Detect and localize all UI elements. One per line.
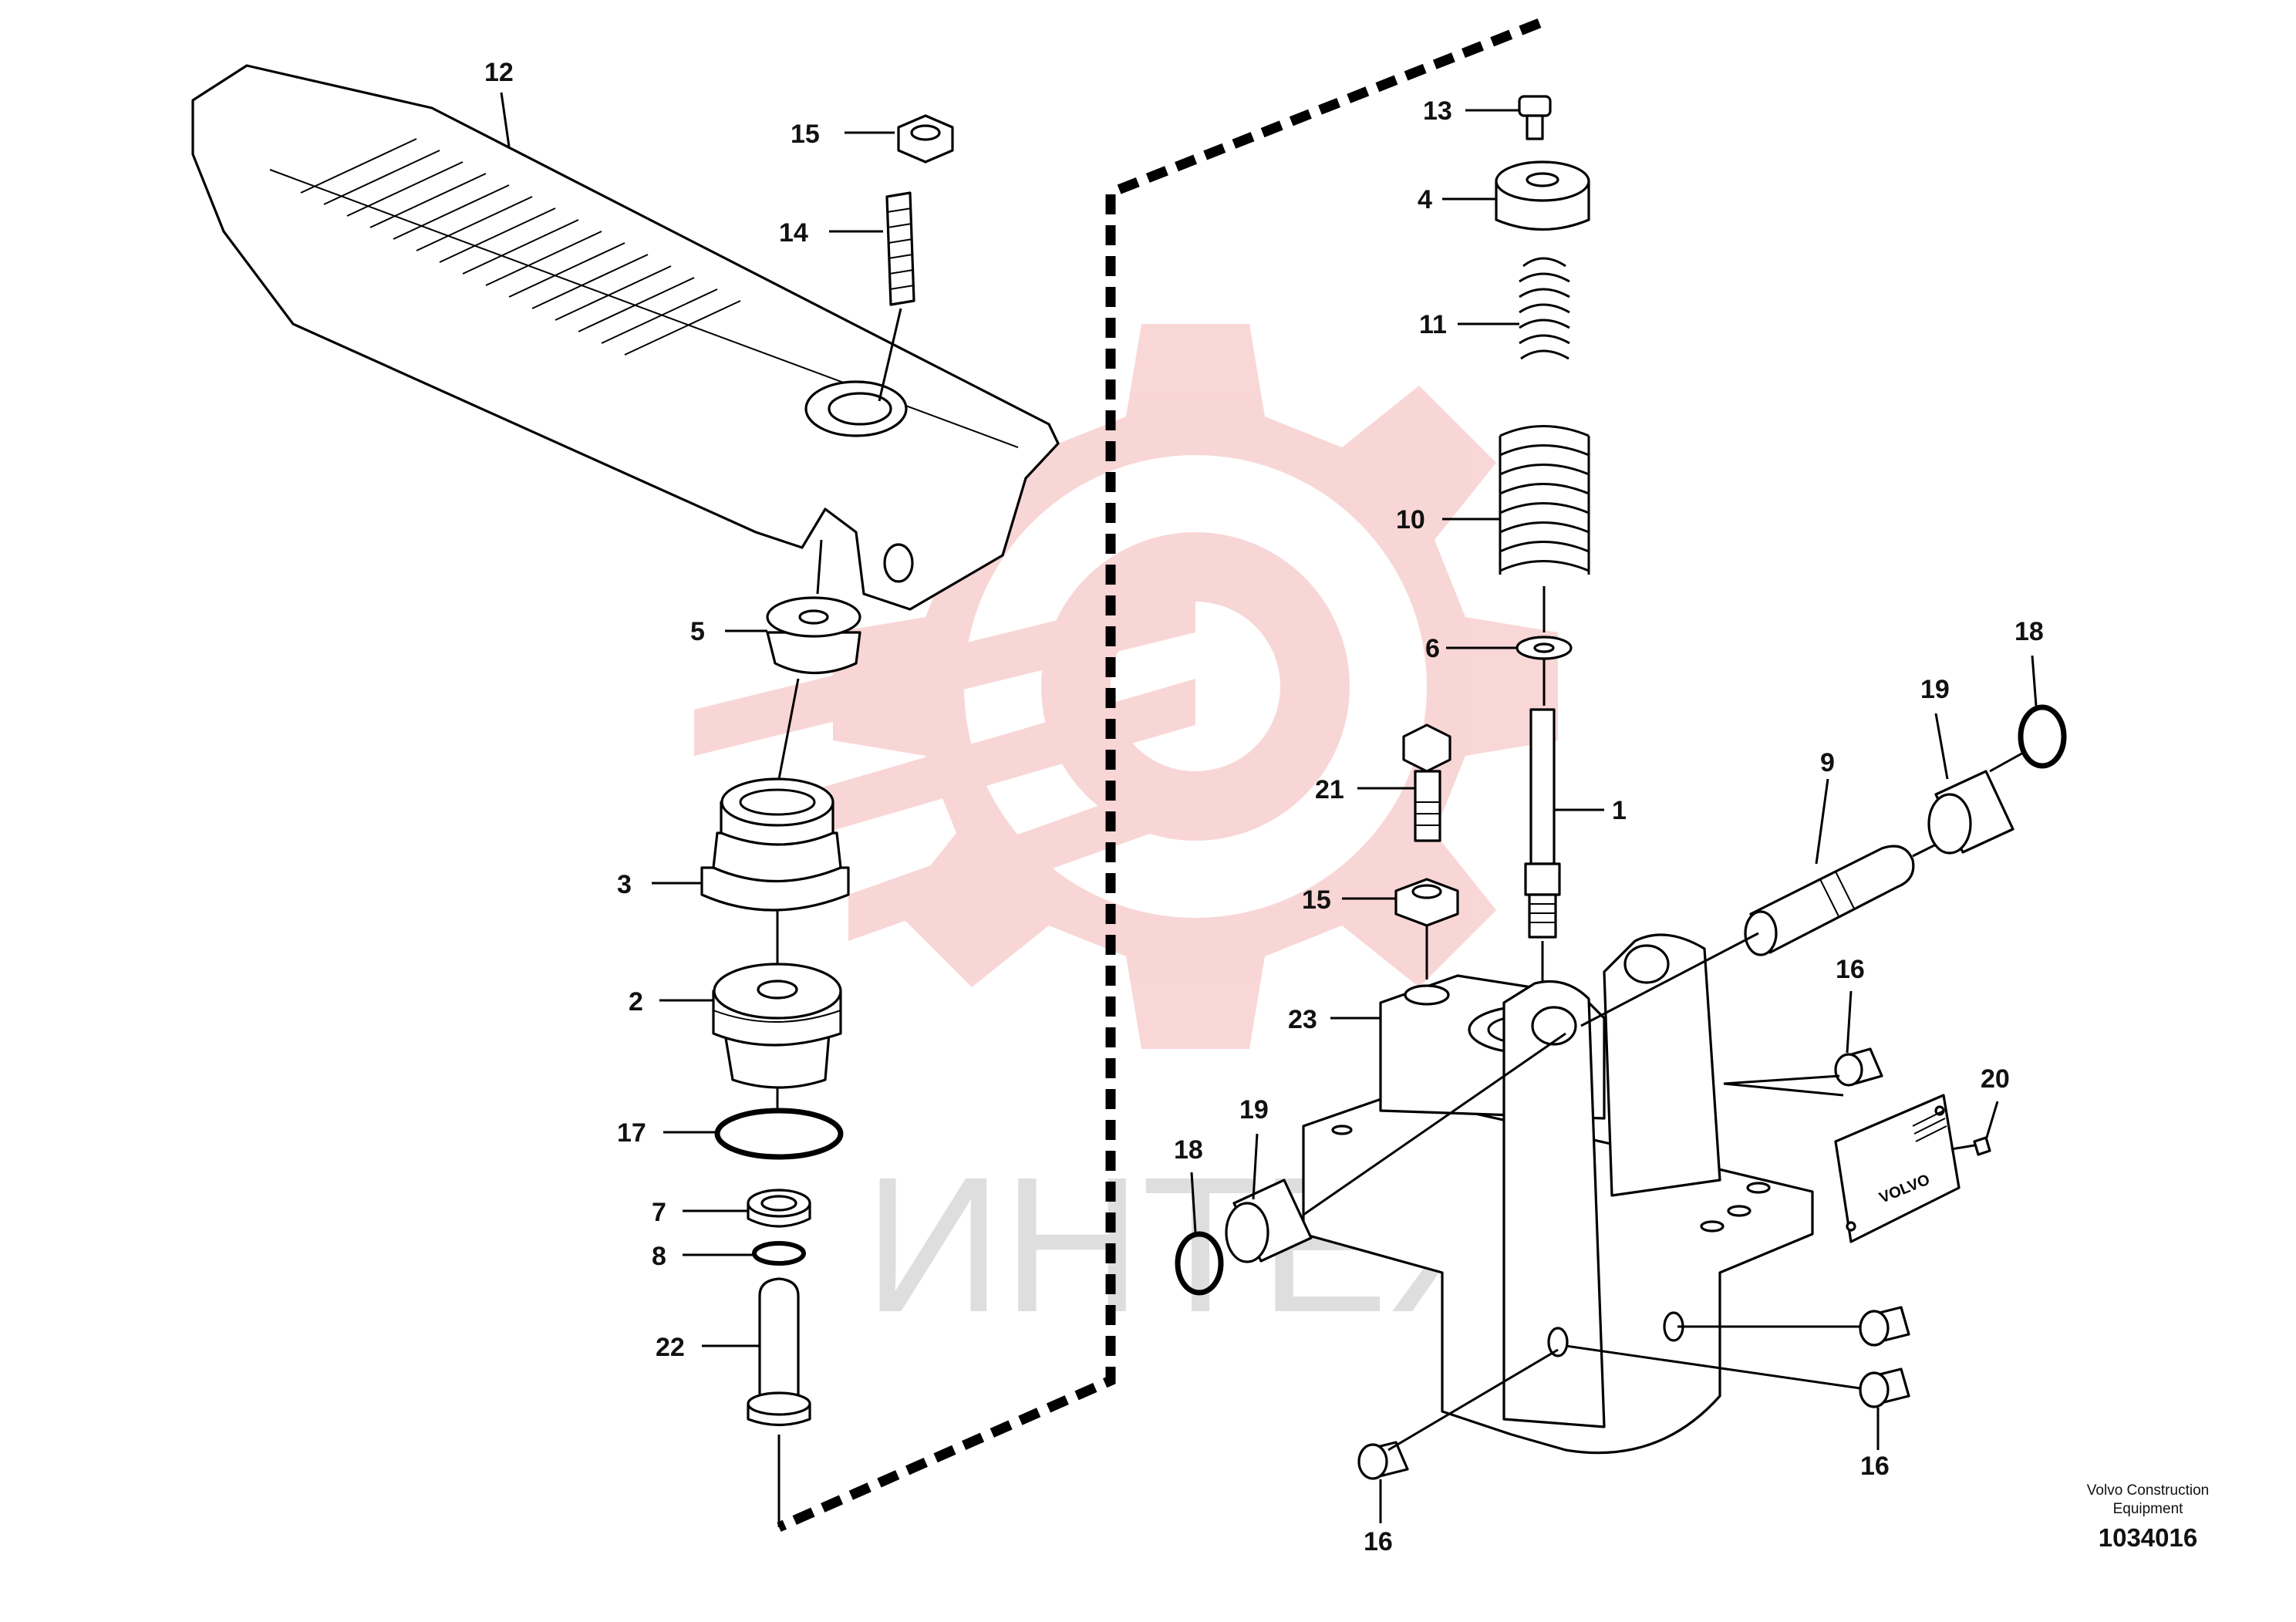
- callout-5: 5: [690, 617, 705, 646]
- axis-line-16c: [1565, 1344, 1861, 1390]
- assembly-frame-dashed: [777, 18, 1542, 1532]
- ring-part-8: [752, 1241, 806, 1266]
- callout-labels: 12 15 14 5 3 2 17 7 8 22 13 4 11 10 6 1 …: [484, 58, 2044, 1556]
- callout-13: 13: [1423, 96, 1452, 126]
- callout-16-upper: 16: [1836, 955, 1865, 984]
- callout-18-right: 18: [2014, 617, 2044, 646]
- nameplate-part: VOLVO: [1834, 1094, 1961, 1243]
- washer-part-6: [1515, 636, 1573, 660]
- plunger-part: [747, 1277, 811, 1427]
- callout-8: 8: [652, 1242, 666, 1271]
- stud-axis-line: [878, 308, 902, 402]
- axis-line-20b: [1950, 1144, 1975, 1151]
- axis-line-20a: [1723, 1082, 1844, 1097]
- screw-part: [1518, 95, 1552, 140]
- housing-part: [1302, 933, 1814, 1455]
- callout-leaders: [500, 92, 2038, 1523]
- plug-part-16-upper: [1834, 1047, 1883, 1087]
- axis-line-16d: [1387, 1348, 1559, 1452]
- callout-6: 6: [1425, 634, 1440, 663]
- inner-spring-part: [1519, 257, 1570, 360]
- axis-line-9: [1580, 932, 1759, 1027]
- callout-16-lower: 16: [1860, 1452, 1890, 1481]
- callout-14: 14: [779, 218, 808, 248]
- callout-2: 2: [629, 987, 643, 1017]
- nut-part-top: [897, 114, 954, 164]
- plug-part-16-low: [1859, 1367, 1910, 1408]
- plug-part-16-mid: [1859, 1306, 1910, 1347]
- callout-1: 1: [1612, 796, 1627, 825]
- bushing-part-19-left: [1225, 1179, 1313, 1263]
- callout-20: 20: [1981, 1064, 2010, 1094]
- document-number: 1034016: [2099, 1523, 2197, 1552]
- pedal-ridges: [300, 138, 741, 356]
- callout-19-left: 19: [1239, 1095, 1269, 1125]
- callout-18-left: 18: [1174, 1135, 1203, 1165]
- callout-11: 11: [1419, 310, 1447, 339]
- callout-16-bottom: 16: [1364, 1527, 1393, 1556]
- axis-line-18a: [1989, 750, 2025, 773]
- callout-10: 10: [1396, 505, 1425, 534]
- nut-part-bottom: [1394, 878, 1459, 927]
- callout-9: 9: [1820, 748, 1835, 777]
- plug-part: [712, 963, 842, 1089]
- callout-4: 4: [1418, 185, 1432, 214]
- callout-22: 22: [656, 1333, 685, 1362]
- bolt-part: [1402, 723, 1451, 842]
- callout-19-right: 19: [1920, 675, 1950, 704]
- stud-part: [885, 191, 915, 306]
- sleeve-part: [700, 777, 850, 912]
- bushing-part: [766, 596, 861, 674]
- bushing-part-19-right: [1927, 770, 2014, 855]
- callout-12: 12: [484, 58, 514, 87]
- axis-line-5: [816, 539, 823, 595]
- callout-21: 21: [1315, 775, 1344, 804]
- o-ring-part: [714, 1108, 844, 1160]
- callout-3: 3: [617, 870, 632, 899]
- rod-part: [1524, 708, 1561, 939]
- pin-part: [1744, 845, 1915, 956]
- callout-17: 17: [617, 1118, 646, 1148]
- credit-line-1: Volvo Construction: [2087, 1482, 2209, 1499]
- credit-line-2: Equipment: [2113, 1501, 2184, 1517]
- callout-7: 7: [652, 1198, 666, 1227]
- rivet-part: [1973, 1136, 1991, 1156]
- callout-23: 23: [1288, 1005, 1317, 1034]
- cap-part: [1495, 160, 1590, 231]
- ring-part-18-right: [2018, 704, 2067, 769]
- ring-part-18-left: [1175, 1231, 1224, 1296]
- callout-15-top: 15: [791, 120, 820, 149]
- axis-line-5b: [777, 678, 800, 780]
- credit-block: Volvo Construction Equipment 1034016: [2087, 1482, 2209, 1552]
- outer-spring-part: [1499, 425, 1590, 575]
- axis-line-16a: [1723, 1074, 1840, 1085]
- axis-line-19b: [1303, 1032, 1566, 1216]
- plug-part-16-bottom: [1357, 1441, 1409, 1480]
- callout-15-bottom: 15: [1302, 885, 1331, 915]
- washer-part-7: [747, 1189, 811, 1228]
